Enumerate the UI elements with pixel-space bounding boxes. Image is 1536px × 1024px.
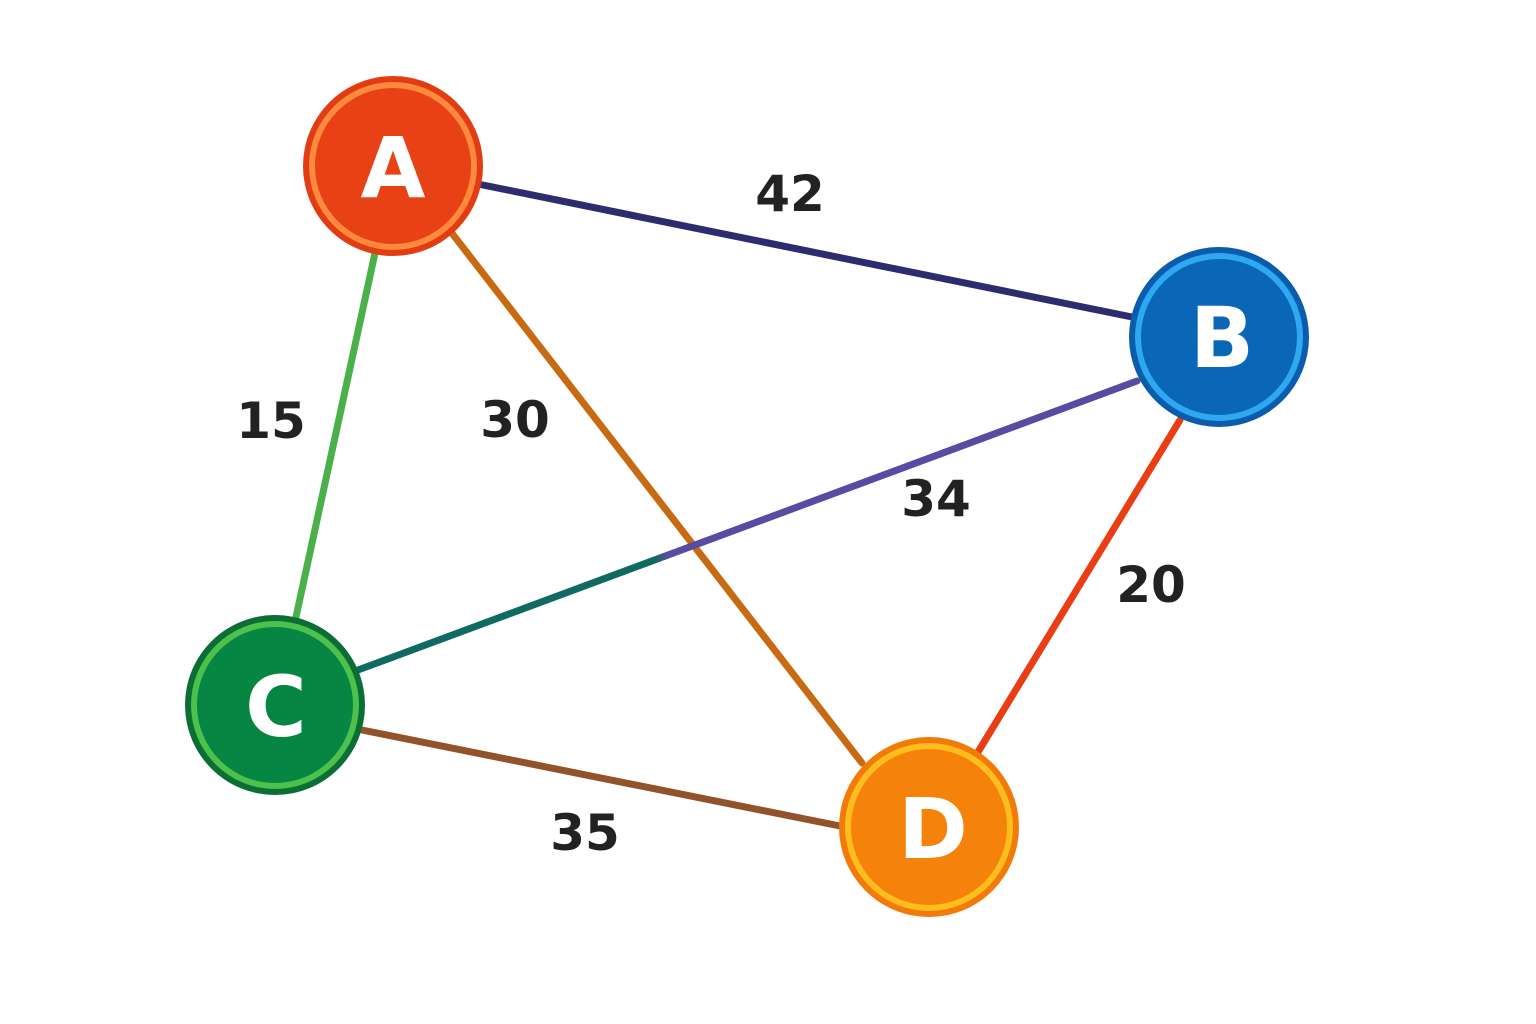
edge-a-c [292,249,379,621]
node-b-fill [1141,259,1297,415]
edge-weight-labels: 42 15 30 34 20 35 [236,165,1186,862]
node-d-label: D [898,780,968,878]
edge-a-b [474,180,1136,321]
edge-weight-b-c: 34 [901,470,971,528]
node-b: B [1129,247,1309,427]
node-c-label: C [245,658,307,756]
edge-weight-a-c: 15 [236,392,306,450]
node-a-label: A [360,119,425,217]
edge-weight-a-d: 30 [480,391,550,449]
edge-weight-b-d: 20 [1116,556,1186,614]
node-c-fill [197,627,353,783]
node-a-fill [315,88,471,244]
node-a: A [303,76,483,256]
node-d-fill [851,749,1007,905]
edges [292,180,1184,830]
edge-b-d [974,416,1184,756]
edge-c-d [358,726,844,830]
node-d: D [839,737,1019,917]
edge-weight-c-d: 35 [550,804,620,862]
node-c: C [185,615,365,795]
node-b-label: B [1190,289,1254,387]
edge-a-d [447,228,866,767]
edge-b-c [354,377,1141,674]
edge-weight-a-b: 42 [755,165,825,223]
